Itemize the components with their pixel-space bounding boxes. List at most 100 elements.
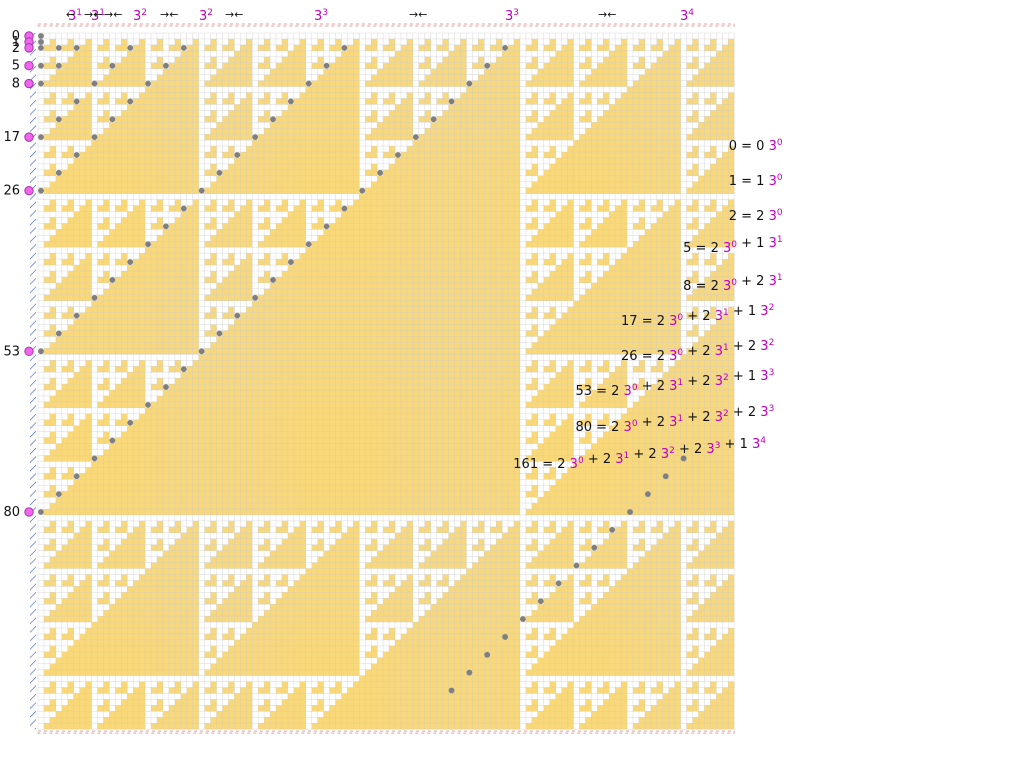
equation-161: 161 = 2 30 + 2 31 + 2 32 + 2 33 + 1 34 xyxy=(513,436,766,472)
diagonal-dot xyxy=(555,580,562,587)
diagonal-dot xyxy=(91,455,98,462)
width-arrow-0: ← xyxy=(66,8,75,21)
diagonal-dot xyxy=(91,134,98,141)
diagonal-dot xyxy=(55,491,62,498)
row-label-2: 2 xyxy=(12,41,20,56)
row-marker-26 xyxy=(24,185,34,196)
diagonal-dot xyxy=(38,62,44,69)
diagonal-dot xyxy=(270,116,276,123)
diagonal-dot xyxy=(38,509,44,515)
width-arrow-6: →← xyxy=(598,8,616,21)
top-label-1: 31 xyxy=(91,8,105,24)
diagonal-dot xyxy=(573,562,580,569)
diagonal-dot xyxy=(430,116,437,123)
diagonal-dot xyxy=(323,223,330,230)
diagonal-dot xyxy=(109,62,116,69)
diagonal-dot xyxy=(341,44,348,51)
diagonal-dot xyxy=(38,33,44,39)
row-label-1: 1 xyxy=(12,35,20,50)
diagonal-dot xyxy=(252,134,259,141)
diagonal-dot xyxy=(252,294,259,301)
width-arrow-3: →← xyxy=(160,8,178,21)
diagonal-dot xyxy=(55,330,62,337)
equation-1: 1 = 1 30 xyxy=(729,173,783,189)
row-label-5: 5 xyxy=(12,59,20,74)
diagonal-dot xyxy=(127,98,134,105)
diagonal-dot xyxy=(323,62,330,69)
diagonal-dot xyxy=(38,44,44,51)
diagonal-dot xyxy=(38,187,44,194)
diagonal-dot xyxy=(73,152,80,158)
diagonal-dot xyxy=(305,80,312,87)
diagonal-dot xyxy=(127,259,134,265)
diagonal-dot xyxy=(109,437,116,444)
diagonal-dot xyxy=(287,98,294,105)
diagonal-dot xyxy=(466,669,473,676)
row-marker-80 xyxy=(24,507,34,517)
diagonal-dot xyxy=(537,598,544,605)
diagonal-dot xyxy=(234,312,241,319)
row-marker-8 xyxy=(24,78,34,89)
row-marker-2 xyxy=(24,43,34,53)
top-dashed-border xyxy=(37,23,735,27)
diagonal-dot xyxy=(216,330,223,337)
diagonal-dot xyxy=(38,348,44,355)
diagonal-dot xyxy=(609,526,616,533)
diagonal-dot xyxy=(55,44,62,51)
equation-80: 80 = 2 30 + 2 31 + 2 32 + 2 33 xyxy=(575,404,774,435)
diagonal-dot xyxy=(680,455,687,462)
diagonal-dot xyxy=(127,419,134,426)
dot-diagonals-layer xyxy=(38,33,687,694)
top-label-4: 33 xyxy=(314,8,328,24)
diagonal-dot xyxy=(270,277,276,283)
diagonal-dot xyxy=(484,62,491,69)
diagonal-dot xyxy=(38,134,44,141)
diagonal-dot xyxy=(127,44,134,51)
diagonal-dot xyxy=(91,294,98,301)
diagonal-dot xyxy=(180,366,187,373)
diagonal-dot xyxy=(163,62,169,69)
row-marker-5 xyxy=(24,61,34,71)
diagonal-dot xyxy=(109,116,116,123)
row-label-8: 8 xyxy=(12,77,20,92)
diagonal-dot xyxy=(359,187,366,194)
diagonal-dot xyxy=(627,509,633,515)
row-marker-53 xyxy=(24,346,34,357)
diagonal-dot xyxy=(484,651,491,658)
diagonal-dot xyxy=(73,312,80,319)
diagonal-dot xyxy=(395,152,401,158)
equation-8: 8 = 2 30 + 2 31 xyxy=(683,273,782,294)
equation-0: 0 = 0 30 xyxy=(729,138,783,154)
diagonal-dot xyxy=(163,384,169,390)
equation-2: 2 = 2 30 xyxy=(729,208,783,224)
diagonal-dot xyxy=(198,348,205,355)
grid-lines-layer xyxy=(37,32,735,730)
top-label-2: 32 xyxy=(133,8,147,24)
width-arrow-5: →← xyxy=(409,8,427,21)
equation-53: 53 = 2 30 + 2 31 + 2 32 + 1 33 xyxy=(575,368,774,399)
diagonal-dot xyxy=(55,62,62,69)
diagonal-dot xyxy=(109,277,116,283)
grid-border-layer xyxy=(30,23,735,734)
diagonal-dot xyxy=(198,187,205,194)
diagonal-dot xyxy=(520,616,526,622)
top-label-3: 32 xyxy=(199,8,213,24)
diagonal-dot xyxy=(662,473,669,480)
diagonal-dot xyxy=(55,169,62,176)
diagonal-dot xyxy=(216,169,223,176)
diagonal-dot xyxy=(145,80,151,87)
diagonal-dot xyxy=(305,241,312,248)
diagonal-dot xyxy=(180,44,187,51)
diagonal-dot xyxy=(145,241,151,248)
diagonal-dot xyxy=(73,473,80,480)
diagonal-dot xyxy=(448,98,455,105)
equation-5: 5 = 2 30 + 1 31 xyxy=(683,235,782,256)
bottom-dashed-border xyxy=(37,730,735,734)
top-label-6: 34 xyxy=(680,8,694,24)
diagonal-dot xyxy=(38,39,44,45)
equation-26: 26 = 2 30 + 2 31 + 2 32 xyxy=(621,338,774,364)
diagonal-dot xyxy=(55,116,62,123)
